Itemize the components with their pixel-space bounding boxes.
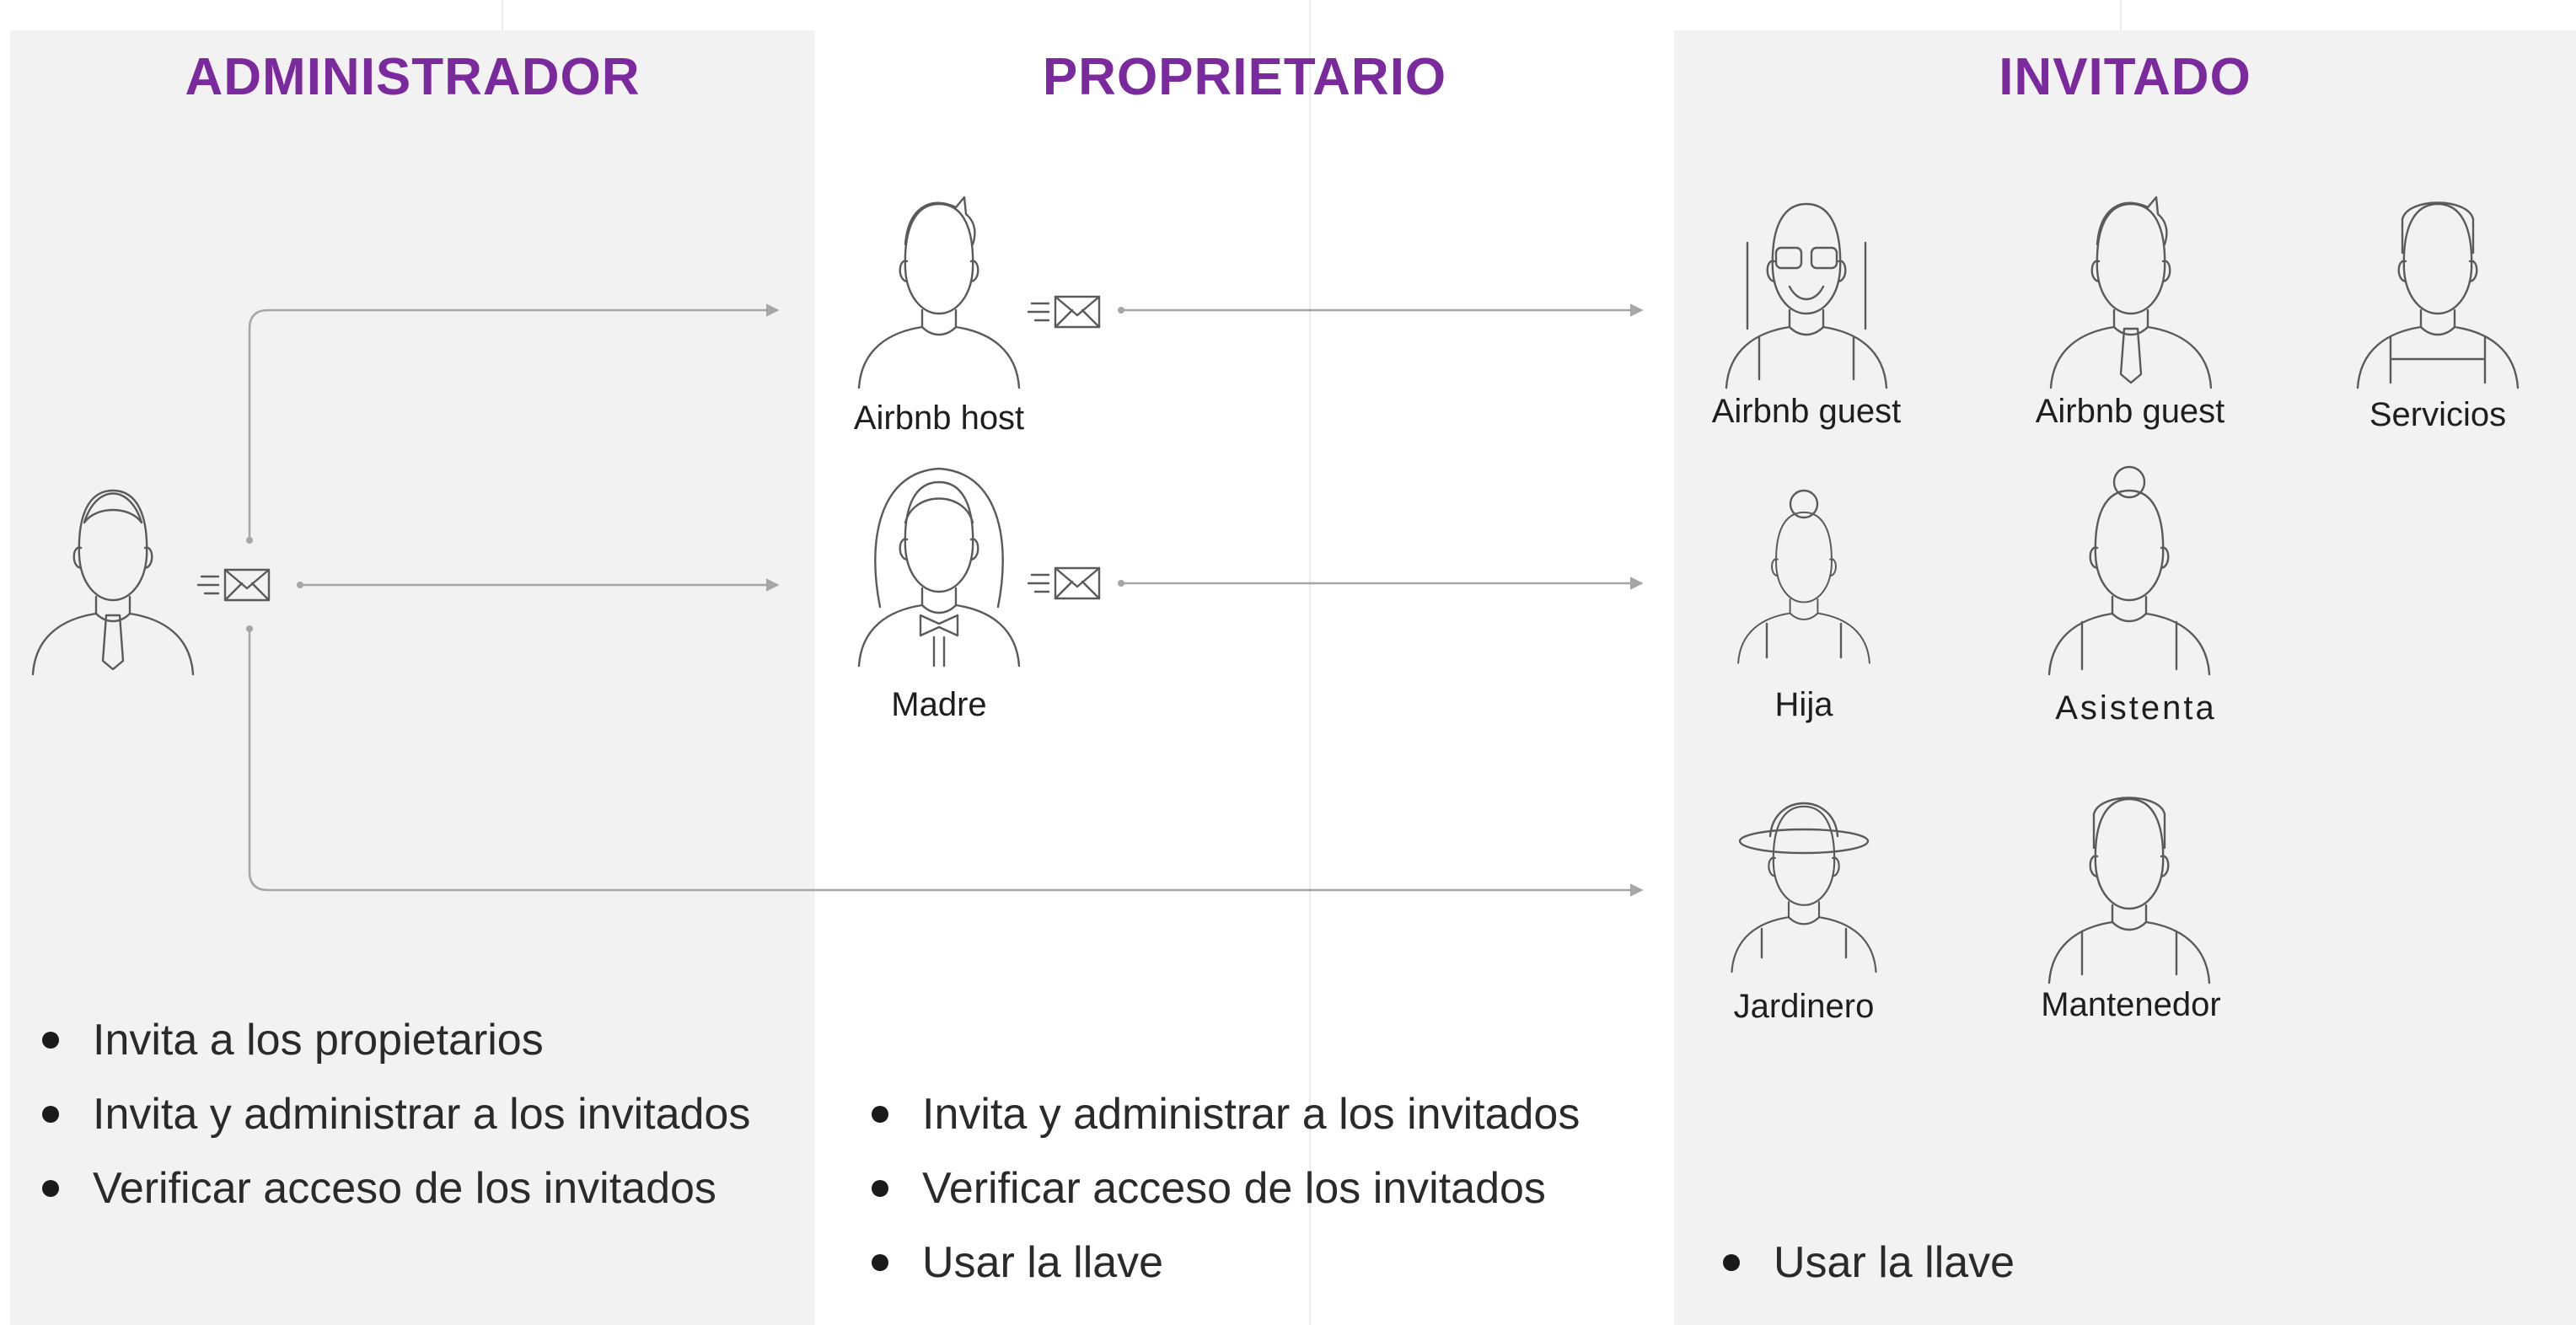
woman-bowtie-icon [857,467,1021,668]
gardener-icon [1731,802,1877,974]
cap-worker-icon [2047,797,2211,984]
owner-bullet-list: Invita y administrar a los invitados Ver… [872,1077,1580,1300]
hiker-icon [1725,202,1888,389]
owner-heading: PROPRIETARIO [1042,48,1447,106]
label-servicios: Servicios [2369,396,2507,433]
arrow-admin-to-guests [248,629,1644,897]
admin-heading: ADMINISTRADOR [185,48,641,106]
man-tie-icon [2049,196,2213,389]
guest-panel [1674,30,2576,1325]
list-item: Usar la llave [1723,1226,2015,1300]
man-icon [857,196,1021,389]
envelope-icon [196,568,271,602]
label-asistenta: Asistenta [2055,689,2217,727]
label-airbnb-guest-1: Airbnb guest [1711,393,1902,430]
worker-icon [2356,201,2520,389]
woman-apron-icon [2047,465,2211,676]
label-airbnb-host: Airbnb host [853,400,1025,437]
man-tie-icon [31,489,195,676]
list-item: Invita a los propietarios [42,1003,750,1077]
label-madre: Madre [891,686,987,723]
label-jardinero: Jardinero [1733,988,1875,1025]
list-item: Verificar acceso de los invitados [872,1151,1580,1226]
list-item: Invita y administrar a los invitados [42,1077,750,1151]
envelope-icon [1027,566,1101,600]
arrow-admin-to-host [248,303,780,540]
admin-bullet-list: Invita a los propietarios Invita y admin… [42,1003,750,1226]
girl-icon [1737,489,1870,664]
guest-bullet-list: Usar la llave [1723,1226,2015,1300]
label-hija: Hija [1774,686,1833,723]
list-item: Invita y administrar a los invitados [872,1077,1580,1151]
list-item: Verificar acceso de los invitados [42,1151,750,1226]
admin-panel [10,30,815,1325]
divider [1309,0,1311,1325]
guest-heading: INVITADO [1999,48,2251,106]
divider [2120,0,2122,30]
list-item: Usar la llave [872,1226,1580,1300]
envelope-icon [1027,295,1101,329]
label-airbnb-guest-2: Airbnb guest [2035,393,2225,430]
label-mantenedor: Mantenedor [2041,986,2221,1023]
divider [502,0,503,30]
